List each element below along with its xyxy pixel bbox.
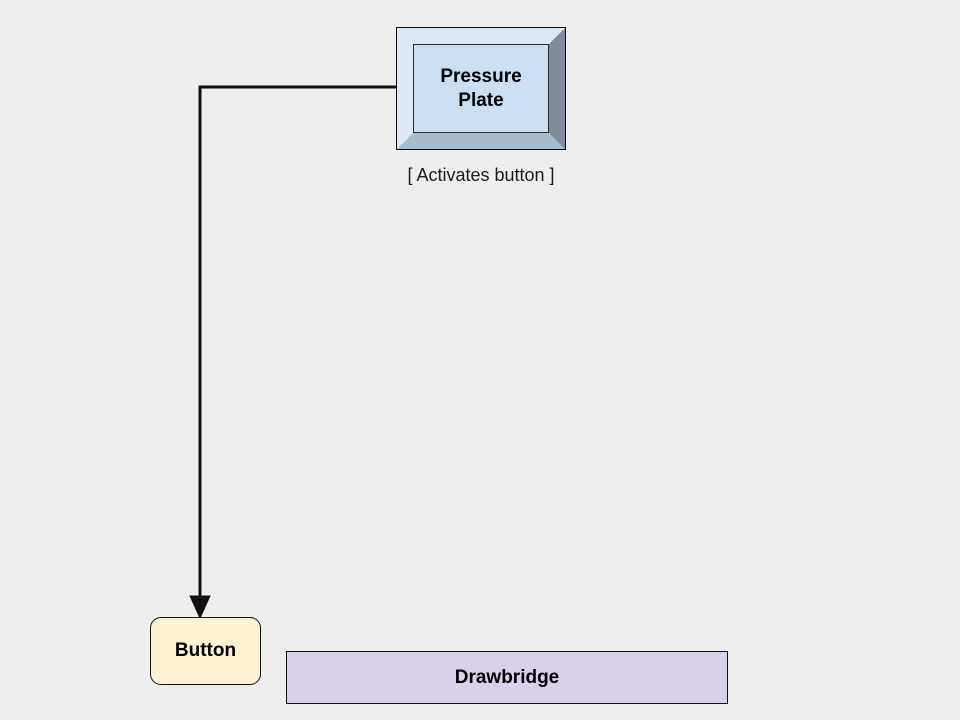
plate-face: Pressure Plate bbox=[413, 44, 549, 133]
node-drawbridge[interactable]: Drawbridge bbox=[286, 651, 728, 704]
pressure-plate-note: [ Activates button ] bbox=[407, 165, 555, 185]
node-pressure-plate[interactable]: Pressure Plate bbox=[396, 27, 566, 150]
plate-bevel-left-icon bbox=[397, 28, 413, 149]
node-label-button: Button bbox=[174, 640, 237, 661]
plate-bevel-right-icon bbox=[549, 28, 565, 149]
plate-bevel-top-icon bbox=[397, 28, 565, 44]
node-button[interactable]: Button bbox=[150, 617, 261, 685]
edge-path bbox=[198, 85, 396, 598]
plate-bevel-bottom-icon bbox=[397, 133, 565, 149]
arrowhead-icon bbox=[189, 595, 211, 620]
node-label-drawbridge: Drawbridge bbox=[454, 666, 560, 688]
node-label-pressure-plate: Pressure Plate bbox=[440, 65, 522, 111]
